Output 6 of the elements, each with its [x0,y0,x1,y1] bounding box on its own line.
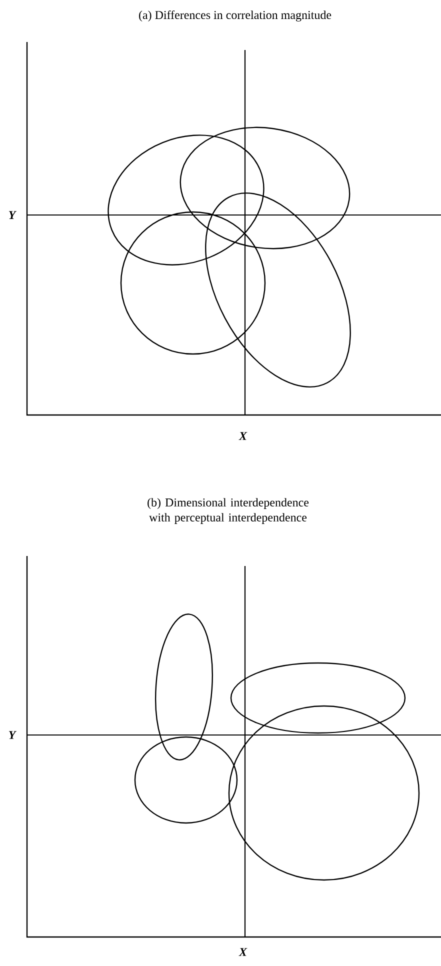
axis-label: Y [8,211,17,219]
axis-label: X [238,432,248,440]
axis-label: X [238,948,248,956]
axis-label: Y [8,731,17,739]
panel-title: (a) Differences in correlation magnitude [139,10,332,22]
panel-title: (b) Dimensional interdependence with perceptual interdependence [148,498,309,524]
